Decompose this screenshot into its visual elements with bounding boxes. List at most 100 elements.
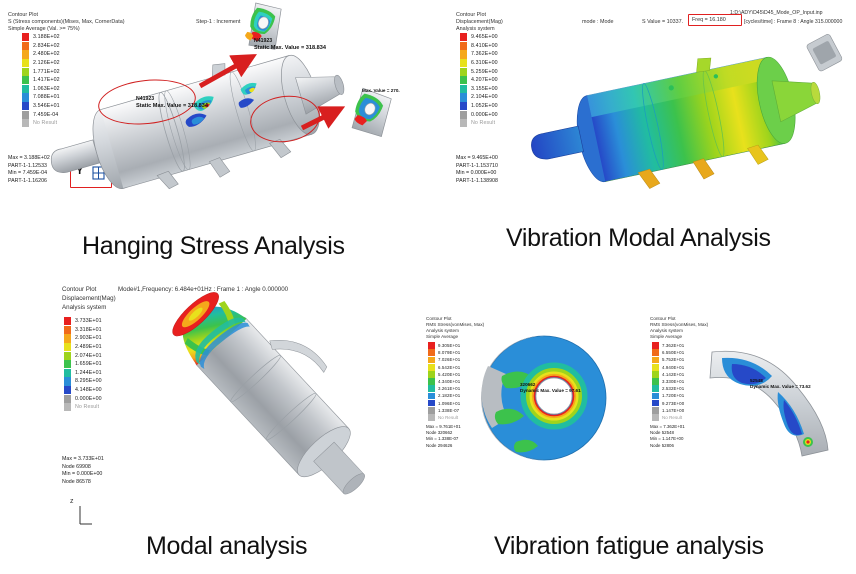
legend-swatch	[652, 342, 659, 349]
stat-min-node: Node 294626	[426, 442, 453, 448]
legend-row: 4.940E+01	[652, 363, 684, 371]
legend-swatch	[64, 368, 71, 377]
legend-swatch	[652, 399, 659, 407]
legend-row: 4.142E+01	[652, 370, 685, 378]
legend-swatch	[460, 84, 467, 93]
hanging-stress-header-line3: Simple Average (Val. >= 75%)	[8, 26, 80, 32]
modal-legend: 3.733E+01 3.318E+01 2.903E+01 2.489E+01 …	[64, 317, 102, 412]
vibration-modal-legend: 9.465E+00 8.410E+00 7.362E+00 6.310E+00 …	[460, 33, 498, 128]
legend-no-result-label: No Result	[75, 404, 100, 411]
stat-min: Min = 0.000E+00	[456, 170, 497, 177]
legend-value: 1.063E+02	[33, 85, 60, 92]
vibration-modal-stats: Max = 9.465E+00 PART-1-1.153710 Min = 0.…	[456, 155, 498, 185]
main-node-value: Static Max. Value = 318.834	[136, 103, 208, 109]
stat-min-part: PART-1-1.16206	[8, 177, 47, 184]
legend-value: 6.550E+01	[662, 350, 685, 356]
legend-value: 7.459E-04	[33, 111, 59, 118]
legend-value: 6.542E+01	[438, 364, 461, 370]
legend-row: 9.465E+00	[460, 33, 498, 42]
legend-swatch	[64, 317, 71, 326]
panel-vibration-fatigue: Contour Plot RMS Stress(vonMises, Max) A…	[420, 300, 856, 574]
legend-row: 7.026E+01	[428, 356, 460, 364]
legend-value: 2.104E+00	[471, 94, 498, 101]
legend-value: 7.362E+00	[471, 51, 498, 58]
fatigue-right-annotation: 52548 Dynamic Max. Value = 73.62	[750, 378, 811, 390]
legend-swatch	[460, 33, 467, 42]
legend-row-no-result: No Result	[64, 403, 102, 412]
legend-row-no-result: No Result	[428, 414, 460, 421]
fatigue-right-header-line3: Analysis system	[650, 328, 683, 333]
legend-swatch	[22, 119, 29, 128]
legend-value: 2.834E+02	[33, 42, 60, 49]
muffler-geometry-main	[50, 54, 345, 190]
stat-max: Max = 9.465E+00	[456, 155, 498, 161]
legend-swatch	[22, 58, 29, 68]
legend-value: 3.546E+01	[33, 103, 60, 110]
legend-swatch	[460, 101, 467, 111]
legend-value: 7.088E+01	[33, 94, 60, 101]
legend-row: 2.532E+01	[652, 385, 684, 393]
legend-swatch	[22, 33, 29, 42]
legend-swatch	[64, 360, 71, 369]
legend-value: 2.489E+01	[75, 344, 102, 351]
stat-min: Min = 0.000E+00	[62, 471, 103, 478]
legend-value: 4.340E+01	[438, 379, 461, 385]
legend-row: 9.273E+00	[652, 399, 684, 407]
stat-min: Min = 1.147E+00	[650, 436, 684, 442]
stat-max-part: PART-1-1.153710	[456, 162, 498, 169]
detail-view-right-bracket	[351, 87, 392, 138]
legend-row: 0.000E+00	[460, 110, 498, 119]
fatigue-left-header-line3: Analysis system	[426, 328, 459, 333]
stat-min-part: PART-1-1.138908	[456, 177, 498, 184]
legend-value: 8.295E+00	[75, 378, 102, 385]
legend-row: 8.079E+01	[428, 349, 460, 357]
legend-swatch	[460, 76, 467, 85]
legend-swatch	[22, 41, 29, 50]
legend-value: 3.733E+01	[75, 318, 102, 325]
legend-value: 5.420E+01	[438, 371, 461, 377]
legend-no-result-label: No Result	[471, 120, 496, 127]
fatigue-left-header-line1: Contour Plot	[426, 316, 452, 321]
legend-row: 3.733E+01	[64, 317, 102, 326]
fatigue-left-header-line4: Simple Average	[426, 334, 459, 339]
vibration-modal-header-line1: Contour Plot	[456, 12, 486, 18]
legend-swatch	[428, 399, 435, 407]
legend-row: 2.489E+01	[64, 342, 102, 352]
legend-row: 1.147E+00	[652, 406, 684, 414]
legend-value: 9.465E+00	[471, 34, 498, 41]
legend-swatch	[22, 84, 29, 93]
muffler-geometry-modal-deformed	[172, 292, 365, 495]
axis-triad-label-y: Y	[76, 165, 84, 177]
stat-max: Max = 9.761E+01	[426, 424, 461, 429]
legend-swatch	[460, 41, 467, 50]
legend-value: 0.000E+00	[471, 111, 498, 118]
legend-row: 9.305E+01	[428, 342, 460, 349]
caption-vibration-modal-analysis: Vibration Modal Analysis	[506, 224, 771, 252]
legend-swatch	[652, 392, 659, 400]
legend-swatch	[428, 356, 435, 364]
legend-no-result-label: No Result	[438, 414, 459, 420]
legend-value: 2.480E+02	[33, 51, 60, 58]
hanging-stress-step-label: Step-1 : Increment	[196, 19, 241, 25]
fatigue-bracket-geometry	[709, 350, 829, 457]
legend-row-no-result: No Result	[460, 119, 498, 128]
legend-row: 1.417E+02	[22, 76, 60, 85]
main-node-id: N41923	[136, 96, 155, 102]
fatigue-right-legend: 7.362E+01 6.550E+01 5.752E+01 4.940E+01 …	[652, 342, 684, 421]
hanging-stress-header-line1: Contour Plot	[8, 12, 38, 18]
legend-swatch	[460, 50, 467, 59]
stat-max: Max = 7.362E+01	[650, 424, 685, 429]
legend-value: 2.074E+01	[75, 352, 102, 359]
legend-row: 4.340E+01	[428, 378, 460, 385]
legend-value: 1.338E-07	[438, 407, 460, 413]
legend-swatch	[428, 385, 435, 393]
legend-swatch	[652, 356, 659, 364]
panel-vibration-modal: Contour Plot Displacement(Mag) Analysis …	[440, 0, 856, 225]
caption-vibration-fatigue-analysis: Vibration fatigue analysis	[494, 532, 764, 560]
legend-value: 4.142E+01	[662, 371, 685, 377]
legend-swatch	[460, 58, 467, 68]
legend-swatch	[64, 377, 71, 386]
legend-swatch	[652, 385, 659, 393]
fatigue-left-node-id: 320662	[520, 382, 536, 387]
legend-value: 7.362E+01	[662, 343, 685, 349]
